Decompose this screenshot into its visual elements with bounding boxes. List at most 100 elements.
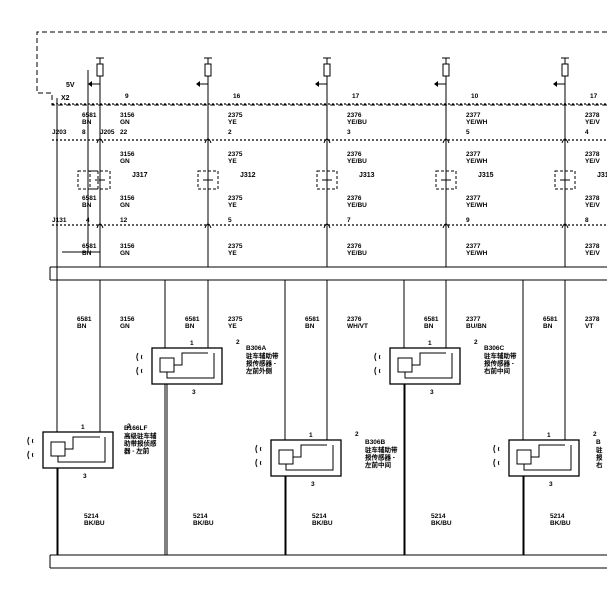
sensor-name-line: 左前外侧 [245, 366, 273, 375]
transducer-icon [397, 357, 413, 373]
ground-wire-color: BK/BU [193, 520, 214, 527]
wire-number: 2376 [347, 195, 362, 202]
ground-wire-number: 5214 [550, 513, 565, 520]
junction-block-icon [435, 170, 457, 190]
sound-wave-icon [27, 436, 30, 446]
splice-label-j205: J205 [100, 129, 115, 136]
wire-number: 2377 [466, 195, 481, 202]
ground-wire-labels: 5214BK/BU5214BK/BU5214BK/BU5214BK/BU5214… [84, 513, 571, 527]
wire-number: 2377 [466, 112, 481, 119]
sound-wave-icon [27, 450, 30, 460]
sensor-name-line: 报 [596, 453, 603, 462]
wire-color: BN [424, 323, 434, 330]
connector-pin-icon [442, 138, 450, 144]
wire-color: YE [228, 202, 237, 209]
pullup-resistor-icon [96, 63, 104, 77]
wire-color: YE/BU [347, 250, 367, 257]
sensor-id: B166LF [124, 425, 148, 432]
wire-color: BN [82, 202, 92, 209]
sensor-id: B306C [484, 345, 505, 352]
sensor-name-line: 高级驻车辅 [124, 431, 157, 440]
wire-number: 2375 [228, 112, 243, 119]
wire-color: BN [305, 323, 315, 330]
wire-color: YE/WH [466, 202, 488, 209]
sensor-name-line: 左前中间 [364, 460, 392, 469]
pullup-resistor-icon [323, 63, 331, 77]
pin-number-top: 17 [352, 93, 360, 100]
ground-wire-number: 5214 [431, 513, 446, 520]
ground-wire-color: BK/BU [431, 520, 452, 527]
sound-wave-icon [493, 458, 496, 468]
wire-color: YE/WH [466, 158, 488, 165]
sound-wave-icon [374, 352, 377, 362]
sensor-name-line: 报传感器 - [365, 453, 395, 462]
supply-voltage-label: 5V [66, 82, 75, 89]
sensor-pin-2: 2 [236, 339, 240, 346]
wire-number: 2378 [585, 195, 600, 202]
sensor-pin-2: 2 [593, 431, 597, 438]
wire-number: 2376 [347, 316, 362, 323]
ground-wire-number: 5214 [84, 513, 99, 520]
wire-number: 2378 [585, 151, 600, 158]
pin-number-top: 9 [125, 93, 129, 100]
pin-number-low: 7 [347, 217, 351, 224]
arrow-left-icon [88, 81, 92, 87]
sound-wave-icon [255, 458, 258, 468]
wire-color: BN [82, 119, 92, 126]
arrow-left-icon [553, 81, 557, 87]
wire-color: GN [120, 323, 130, 330]
pullup-resistor-icon [204, 63, 212, 77]
wire-number: 6581 [305, 316, 320, 323]
splice-label-j203: J203 [52, 129, 67, 136]
left-pin-number: 8 [82, 129, 86, 136]
sensor-pin-2: 2 [127, 423, 131, 430]
sound-wave-icon [493, 444, 496, 454]
signal-columns: 93156GN223156GNJ3173156GN123156GN86581BN… [77, 57, 607, 267]
signal-column: 172376YE/BU32376YE/BUJ3132376YE/BU72376Y… [315, 57, 375, 267]
connector-pin-icon [323, 223, 331, 229]
sensor-name-line: 助带报侦感 [124, 439, 157, 448]
junction-label: J313 [359, 172, 375, 179]
wire-color: VT [585, 323, 593, 330]
sound-wave-icon [374, 366, 377, 376]
sound-wave-icon [31, 452, 34, 458]
ground-wire-number: 5214 [312, 513, 327, 520]
sound-wave-icon [136, 352, 139, 362]
arrow-left-icon [434, 81, 438, 87]
sensor-name-line: 驻车辅助带 [365, 445, 398, 454]
control-module-outline [36, 31, 607, 106]
wire-color: YE/WH [466, 250, 488, 257]
ground-wire-color: BK/BU [84, 520, 105, 527]
junction-label: J312 [240, 172, 256, 179]
wire-number: 2378 [585, 112, 600, 119]
connector-pin-icon [96, 138, 104, 144]
transducer-icon [516, 449, 532, 465]
wire-color: WH/VT [347, 323, 368, 330]
pin-number-low: 8 [585, 217, 589, 224]
wire-number: 2377 [466, 151, 481, 158]
arrow-left-icon [315, 81, 319, 87]
connector-pin-icon [96, 223, 104, 229]
sound-wave-icon [259, 446, 262, 452]
splice-label-j131: J131 [52, 217, 67, 224]
wire-number: 6581 [185, 316, 200, 323]
wire-color: BN [543, 323, 553, 330]
pin-number-mid: 2 [228, 129, 232, 136]
sensor-id: B [596, 439, 601, 446]
wire-color: YE/BU [347, 158, 367, 165]
pin-number-mid: 22 [120, 129, 128, 136]
wire-color: BN [77, 323, 87, 330]
wire-number: 6581 [77, 316, 92, 323]
sensor-pin-2: 2 [355, 431, 359, 438]
sound-wave-icon [31, 438, 34, 444]
junction-block-icon [197, 170, 219, 190]
connector-pin-icon [561, 138, 569, 144]
sensor-pin-1: 1 [190, 340, 194, 347]
sensor-pin-3: 3 [311, 481, 315, 488]
pin-number-mid: 3 [347, 129, 351, 136]
